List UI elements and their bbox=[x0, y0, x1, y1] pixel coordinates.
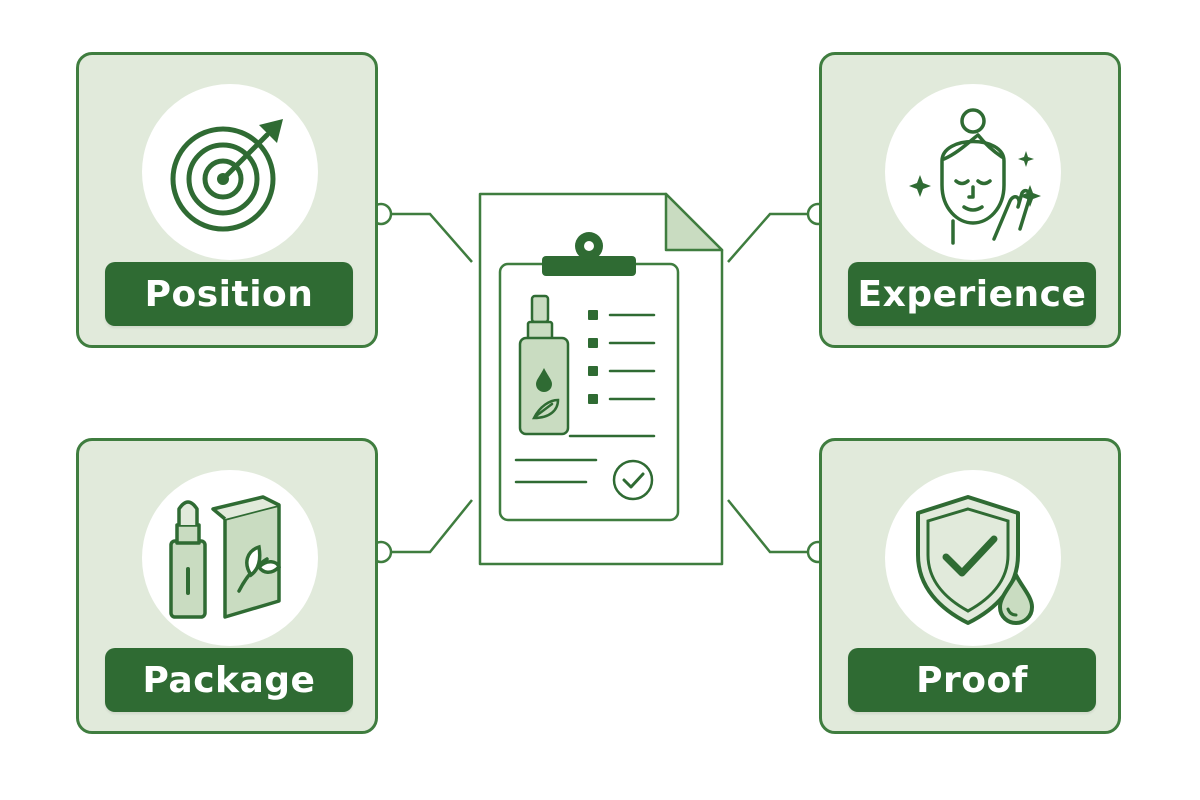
icon-circle bbox=[142, 84, 318, 260]
icon-circle bbox=[885, 84, 1061, 260]
card-position: Position bbox=[76, 52, 378, 348]
card-package: Package bbox=[76, 438, 378, 734]
connector-proof bbox=[727, 499, 808, 554]
clipboard-checklist-icon bbox=[478, 192, 724, 566]
card-label: Position bbox=[105, 262, 353, 326]
connector-experience bbox=[727, 212, 808, 263]
icon-circle bbox=[142, 470, 318, 646]
card-label: Experience bbox=[848, 262, 1096, 326]
card-label: Proof bbox=[848, 648, 1096, 712]
dropper-bottle-box-icon bbox=[169, 495, 282, 619]
connector-position bbox=[392, 212, 473, 263]
face-skincare-icon bbox=[909, 108, 1041, 245]
target-arrow-icon bbox=[170, 119, 283, 232]
card-experience: Experience bbox=[819, 52, 1121, 348]
card-proof: Proof bbox=[819, 438, 1121, 734]
shield-check-drop-icon bbox=[916, 495, 1035, 626]
icon-circle bbox=[885, 470, 1061, 646]
card-label: Package bbox=[105, 648, 353, 712]
connector-package bbox=[392, 499, 473, 554]
